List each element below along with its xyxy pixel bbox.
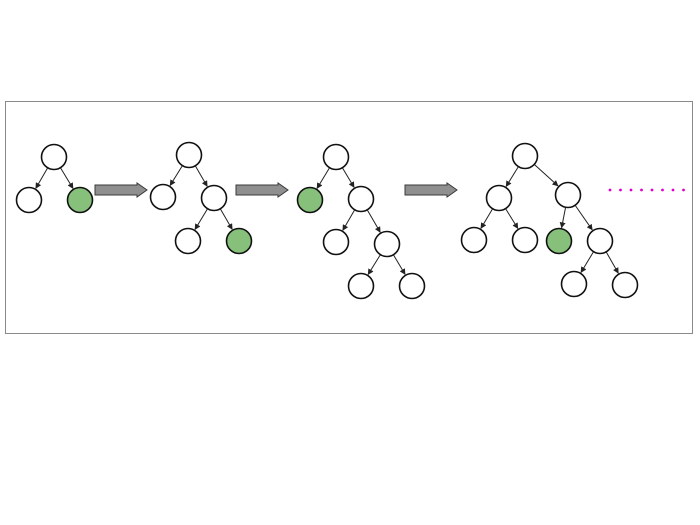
transition-arrow xyxy=(94,182,148,198)
highlighted-tree-node xyxy=(66,186,94,214)
continuation-dot xyxy=(608,188,612,192)
tree-node xyxy=(398,272,426,300)
tree-edge xyxy=(35,167,49,189)
tree-edge xyxy=(367,254,381,276)
continuation-dot xyxy=(640,188,643,192)
tree-edge xyxy=(194,165,208,187)
tree-edge xyxy=(574,204,593,231)
tree-edge xyxy=(366,209,381,233)
tree-edge xyxy=(605,251,619,274)
tree-node xyxy=(175,141,203,169)
tree-node xyxy=(347,272,375,300)
tree-edge xyxy=(316,167,330,189)
continuation-dot xyxy=(682,188,685,192)
tree-1 xyxy=(15,143,94,214)
highlighted-tree-node xyxy=(545,227,573,255)
tree-edge xyxy=(341,167,355,188)
tree-edge xyxy=(219,208,233,230)
tree-node xyxy=(611,271,639,299)
tree-edge xyxy=(580,251,594,273)
tree-edge xyxy=(505,166,519,188)
tree-node xyxy=(200,184,228,212)
continuation-dot xyxy=(629,188,633,192)
transition-arrow xyxy=(235,182,289,198)
tree-node xyxy=(40,143,68,171)
transition-arrows xyxy=(94,182,458,198)
tree-edge xyxy=(559,207,567,229)
tree-edge xyxy=(60,167,74,189)
continuation-dots xyxy=(608,188,685,192)
tree-node xyxy=(15,186,43,214)
tree-node xyxy=(149,183,177,211)
tree-4 xyxy=(460,142,639,299)
tree-node xyxy=(586,227,614,255)
tree-node xyxy=(511,226,539,254)
tree-2 xyxy=(149,141,253,255)
tree-node xyxy=(174,227,202,255)
highlighted-tree-node xyxy=(296,186,324,214)
tree-node xyxy=(485,184,513,212)
tree-node xyxy=(322,228,350,256)
tree-edge xyxy=(194,208,208,230)
diagram-border xyxy=(5,101,693,334)
tree-node xyxy=(373,230,401,258)
continuation-dot xyxy=(661,188,664,192)
tree-node xyxy=(511,142,539,170)
continuation-dot xyxy=(619,188,622,192)
tree-edge xyxy=(505,208,519,230)
transition-arrow xyxy=(404,182,458,198)
highlighted-tree-node xyxy=(225,227,253,255)
tree-node xyxy=(560,270,588,298)
tree-edge xyxy=(392,254,406,275)
tree-edge xyxy=(533,164,559,187)
tree-node xyxy=(460,226,488,254)
tree-edge xyxy=(342,209,356,231)
tree-node xyxy=(347,185,375,213)
tree-edge xyxy=(480,208,494,229)
trees-layer xyxy=(15,141,639,300)
continuation-dot xyxy=(650,188,654,192)
tree-node xyxy=(554,181,582,209)
tree-edge xyxy=(169,165,183,187)
continuation-dot xyxy=(671,188,675,192)
tree-3 xyxy=(296,143,426,300)
tree-node xyxy=(322,143,350,171)
